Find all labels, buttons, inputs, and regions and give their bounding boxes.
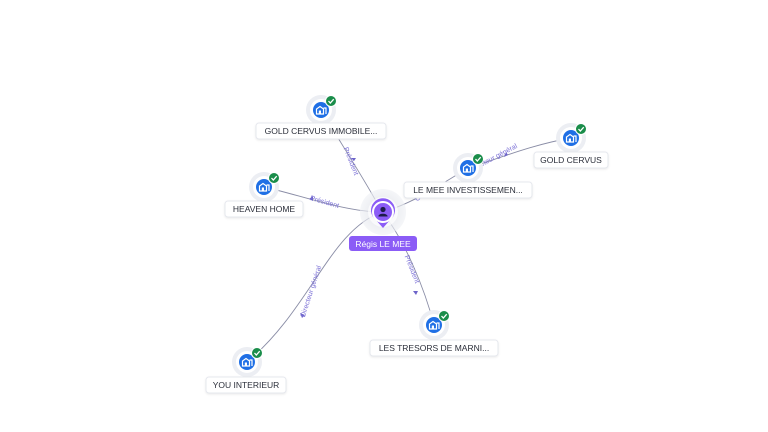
check-icon xyxy=(438,310,450,322)
company-node-gold-cervus[interactable] xyxy=(556,123,587,153)
company-label-you-interieur[interactable]: YOU INTERIEUR xyxy=(205,376,287,394)
arrow-marker xyxy=(504,152,508,157)
company-name: YOU INTERIEUR xyxy=(213,380,280,390)
arrow-marker xyxy=(351,158,356,161)
arrow-marker xyxy=(309,196,313,201)
arrow-marker xyxy=(413,291,418,295)
person-name: Régis LE MEE xyxy=(355,239,411,249)
company-label-gold-cervus[interactable]: GOLD CERVUS xyxy=(533,151,609,169)
company-label-le-mee-investissements[interactable]: LE MEE INVESTISSEMEN... xyxy=(403,181,533,199)
person-label-center[interactable]: Régis LE MEE xyxy=(349,236,417,251)
company-node-gold-cervus-immobilier[interactable] xyxy=(306,95,337,125)
building-icon xyxy=(460,160,476,176)
company-label-gold-cervus-immobilier[interactable]: GOLD CERVUS IMMOBILE... xyxy=(255,122,387,140)
building-icon xyxy=(256,179,272,195)
edge-labels: Président Président Gérant Directeur gén… xyxy=(300,143,519,318)
company-label-les-tresors-de-marni[interactable]: LES TRESORS DE MARNI... xyxy=(369,339,499,357)
arrow-marker xyxy=(300,313,305,318)
check-icon xyxy=(268,172,280,184)
company-name: LES TRESORS DE MARNI... xyxy=(379,343,489,353)
building-icon xyxy=(426,317,442,333)
company-node-heaven-home[interactable] xyxy=(249,172,280,202)
building-icon xyxy=(563,130,579,146)
person-node-center[interactable] xyxy=(360,189,406,235)
company-label-heaven-home[interactable]: HEAVEN HOME xyxy=(224,200,304,218)
edge-label: Directeur général xyxy=(300,265,323,319)
check-icon xyxy=(251,347,263,359)
person-icon xyxy=(378,206,388,217)
company-name: HEAVEN HOME xyxy=(233,204,296,214)
edge-label: Président xyxy=(342,146,360,176)
check-icon xyxy=(575,123,587,135)
company-name: GOLD CERVUS xyxy=(540,155,602,165)
edge-label: Président xyxy=(403,254,421,284)
check-icon xyxy=(325,95,337,107)
edge-label: Président xyxy=(309,195,339,210)
company-node-le-mee-investissements[interactable] xyxy=(453,153,484,183)
company-name: GOLD CERVUS IMMOBILE... xyxy=(265,126,378,136)
company-node-les-tresors-de-marni[interactable] xyxy=(419,310,450,340)
building-icon xyxy=(239,354,255,370)
company-name: LE MEE INVESTISSEMEN... xyxy=(413,185,523,195)
company-node-you-interieur[interactable] xyxy=(232,347,263,377)
building-icon xyxy=(313,102,329,118)
check-icon xyxy=(472,153,484,165)
